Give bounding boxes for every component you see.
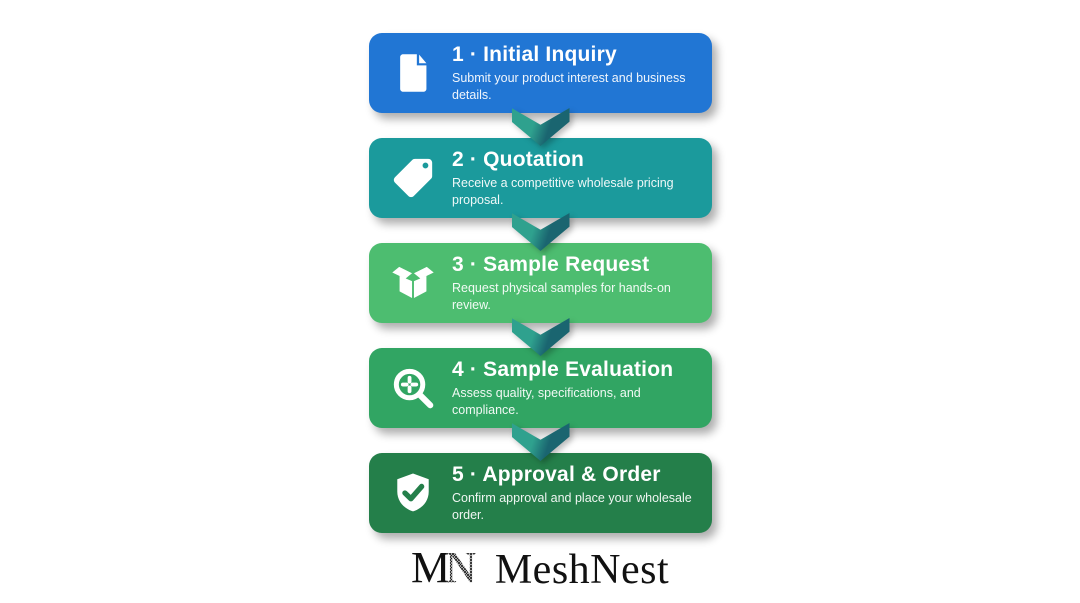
step-description: Submit your product interest and busines… — [452, 71, 686, 102]
step-description: Request physical samples for hands-on re… — [452, 281, 671, 312]
chevron-down-icon — [511, 318, 570, 356]
step-card-sample-evaluation: 4 · Sample Evaluation Assess quality, sp… — [369, 348, 712, 428]
open-box-icon — [390, 260, 436, 306]
arrow-down-connector — [511, 423, 570, 461]
chevron-down-icon — [511, 423, 570, 461]
mn-monogram-icon: M N — [411, 545, 477, 591]
price-tag-icon — [390, 155, 436, 201]
step-title: 1 · Initial Inquiry — [452, 43, 617, 67]
arrow-down-connector — [511, 318, 570, 356]
brand-name: MeshNest — [494, 547, 670, 593]
magnifier-icon — [390, 365, 436, 411]
shield-check-icon — [390, 470, 436, 516]
step-description: Assess quality, specifications, and comp… — [452, 386, 641, 417]
step-card-quotation: 2 · Quotation Receive a competitive whol… — [369, 138, 712, 218]
arrow-down-connector — [511, 108, 570, 146]
step-card-initial-inquiry: 1 · Initial Inquiry Submit your product … — [369, 33, 712, 113]
process-steps: 1 · Initial Inquiry Submit your product … — [369, 33, 712, 533]
step-title: 3 · Sample Request — [452, 253, 650, 277]
step-title: 4 · Sample Evaluation — [452, 358, 674, 382]
step-card-sample-request: 3 · Sample Request Request physical samp… — [369, 243, 712, 323]
chevron-down-icon — [511, 213, 570, 251]
chevron-down-icon — [511, 108, 570, 146]
step-description: Receive a competitive wholesale pricing … — [452, 176, 674, 207]
brand-logo: M N MeshNest — [0, 545, 1080, 591]
step-title: 5 · Approval & Order — [452, 463, 661, 487]
arrow-down-connector — [511, 213, 570, 251]
monogram-n: N — [445, 545, 477, 591]
step-title: 2 · Quotation — [452, 148, 585, 172]
monogram-m: M — [411, 545, 450, 591]
step-card-approval-order: 5 · Approval & Order Confirm approval an… — [369, 453, 712, 533]
document-icon — [390, 50, 436, 96]
step-description: Confirm approval and place your wholesal… — [452, 491, 692, 522]
